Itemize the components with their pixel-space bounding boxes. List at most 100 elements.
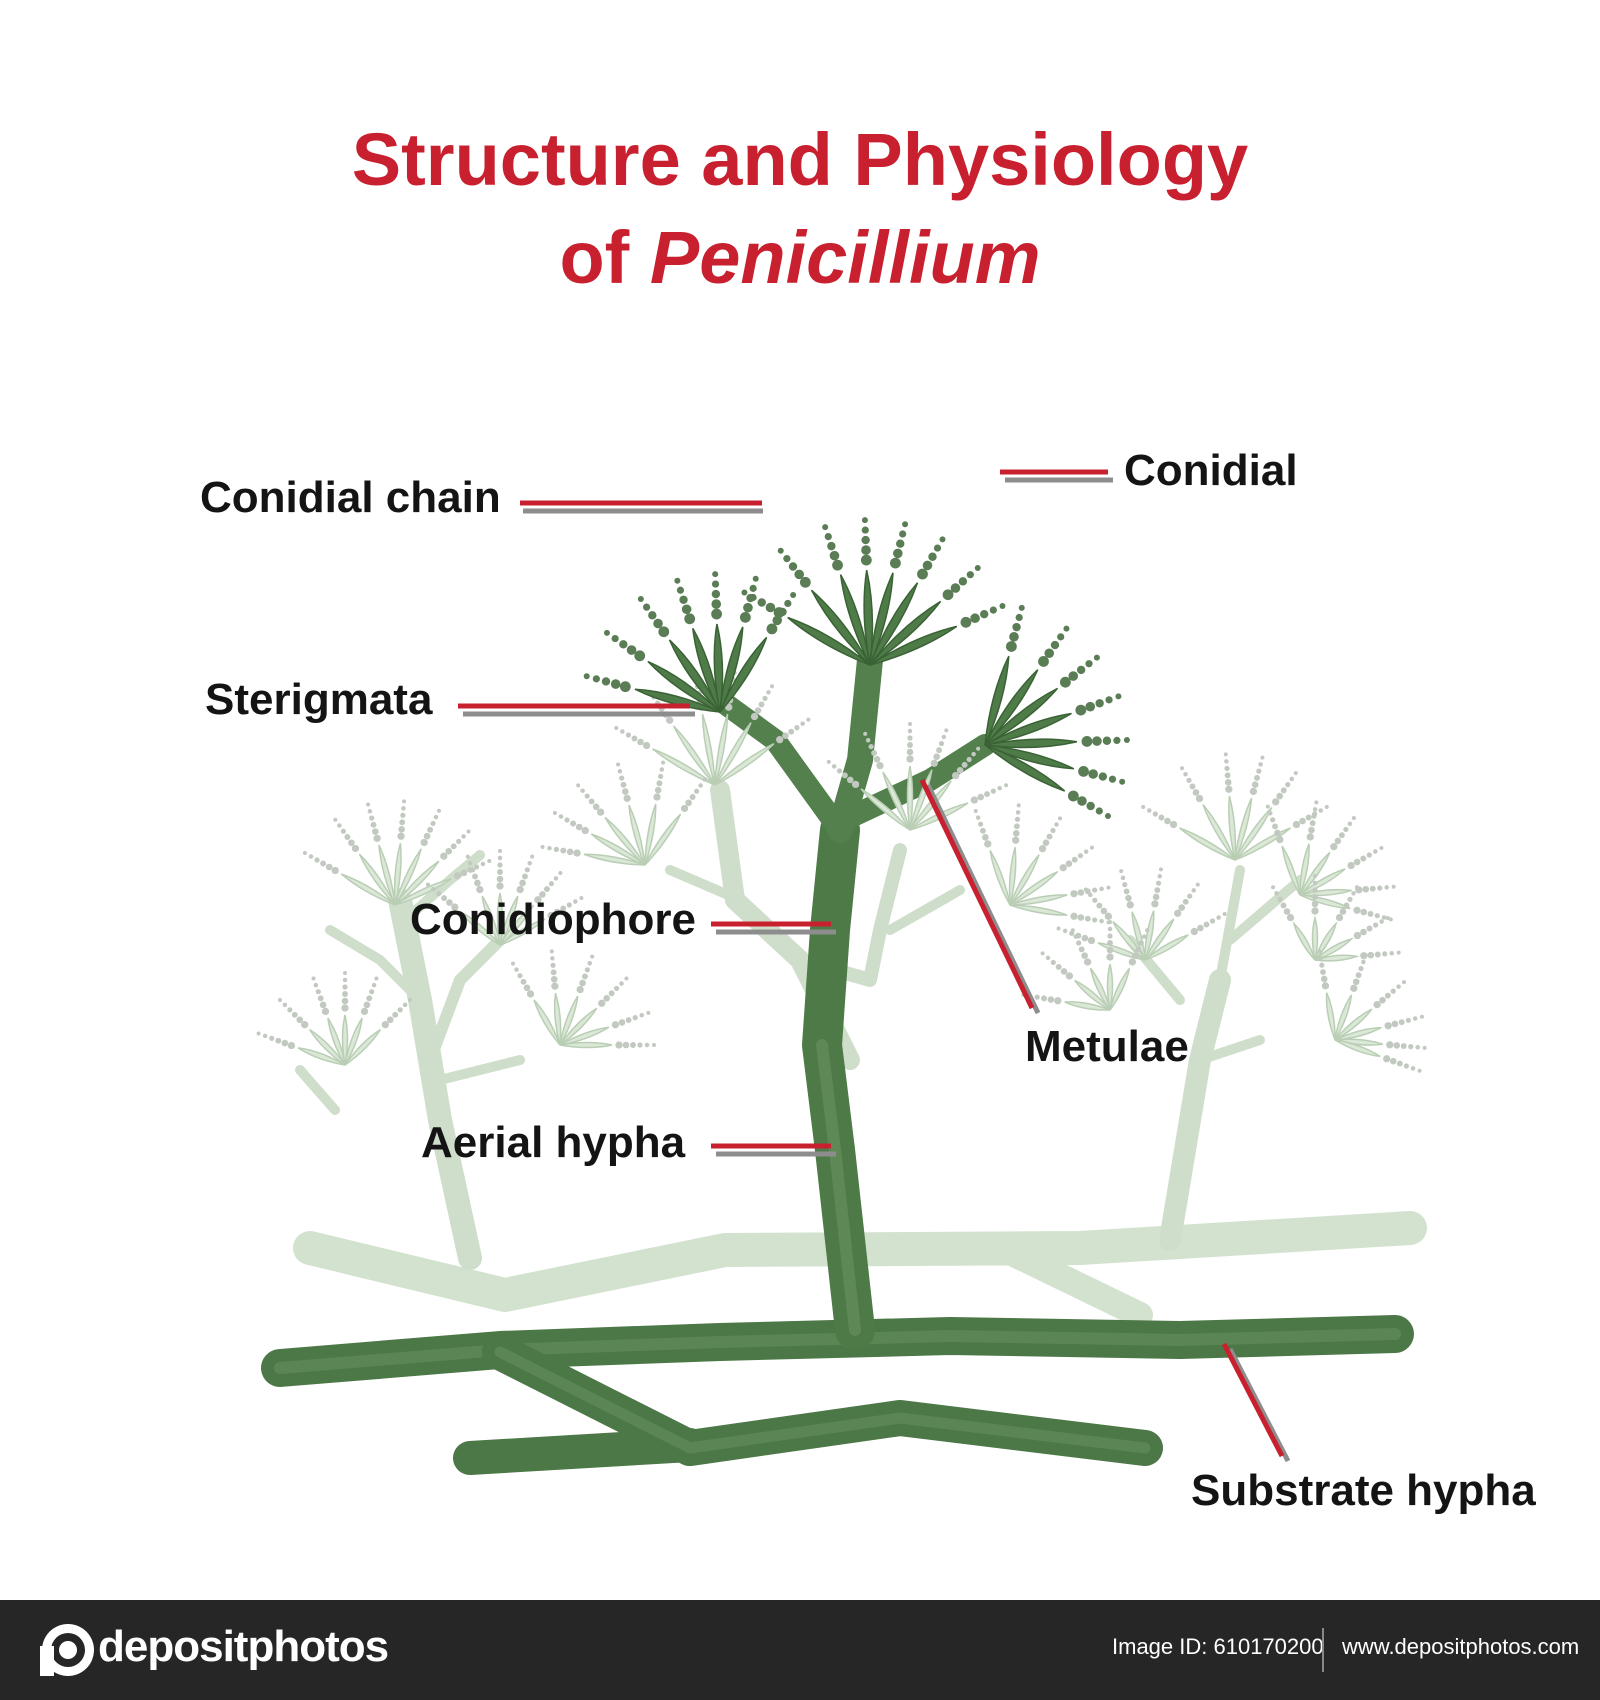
title-genus: Penicillium (649, 216, 1041, 299)
conidium (861, 517, 868, 524)
background-conidium (619, 981, 624, 986)
background-conidium (1276, 835, 1284, 844)
conidium (860, 554, 872, 566)
background-conidium (342, 977, 348, 983)
background-conidium (519, 879, 526, 887)
background-conidium (1366, 852, 1372, 858)
background-conidium (1157, 874, 1163, 879)
background-conidium (453, 872, 462, 880)
background-sterigma (481, 895, 501, 946)
background-conidium (977, 793, 984, 801)
background-conidium (436, 808, 441, 813)
background-conidium (1186, 777, 1192, 783)
background-conidium (550, 956, 555, 961)
background-conidium (1379, 846, 1384, 850)
conidium (766, 623, 778, 635)
background-sterigma (1228, 796, 1237, 861)
background-conidium (1209, 918, 1216, 924)
background-conidium (1077, 853, 1084, 859)
background-conidium (1309, 820, 1316, 827)
penicilli-heads (634, 569, 1078, 792)
background-conidium (552, 811, 557, 815)
conidium (712, 571, 719, 578)
sterigma (787, 616, 871, 666)
background-conidium (287, 1007, 293, 1013)
background-conidium (631, 735, 638, 742)
background-conidium (570, 820, 577, 827)
background-sterigma (533, 999, 561, 1046)
background-conidium (1076, 940, 1082, 946)
background-conidium (281, 1039, 289, 1047)
conidium (970, 613, 980, 624)
background-conidium (1107, 926, 1113, 932)
background-conidium (1353, 906, 1361, 914)
background-conidium (1271, 885, 1275, 890)
background-conidium (580, 788, 585, 793)
background-conidium (656, 780, 663, 787)
background-conidium (517, 973, 523, 979)
background-conidium (514, 967, 519, 972)
background-sterigma (1334, 1008, 1373, 1041)
conidium (752, 575, 759, 582)
background-conidium (1081, 952, 1088, 959)
background-conidium (1197, 924, 1204, 932)
background-conidium (1321, 982, 1330, 990)
background-sterigma (1144, 910, 1155, 961)
background-sterigma (499, 904, 535, 946)
background-conidium (871, 750, 878, 756)
background-conidium (369, 989, 375, 995)
background-sterigma (1089, 967, 1111, 1011)
conidium (637, 595, 644, 602)
background-conidium (1099, 886, 1104, 892)
background-sterigma (673, 725, 716, 786)
background-conidium (873, 756, 881, 763)
background-conidium (1092, 887, 1098, 893)
background-conidium (1038, 845, 1047, 853)
conidium (1098, 772, 1108, 781)
background-conidium (1360, 908, 1368, 916)
background-conidium (367, 809, 373, 814)
background-conidium (1320, 969, 1326, 975)
background-sterigma (1074, 979, 1111, 1011)
background-conidium (553, 876, 559, 881)
conidium (1095, 807, 1103, 815)
conidium (1044, 648, 1055, 659)
background-conidium (1107, 933, 1113, 939)
background-conidium (1125, 894, 1132, 902)
background-conidium (1054, 822, 1059, 827)
background-conidium (637, 1042, 643, 1048)
background-conidium (1180, 766, 1184, 771)
footer-site-link[interactable]: www.depositphotos.com (1342, 1634, 1580, 1659)
background-conidium (1401, 980, 1406, 985)
background-conidium (1308, 826, 1315, 834)
background-conidium (841, 772, 848, 779)
background-conidium (1083, 958, 1092, 966)
sterigma (634, 688, 721, 713)
conidium (1068, 671, 1079, 681)
background-conidium (369, 815, 375, 821)
background-conidium (1330, 843, 1338, 851)
background-sterigma (1144, 934, 1189, 961)
background-conidium (1360, 928, 1367, 936)
background-conidium (1152, 893, 1160, 901)
sterigma (869, 600, 942, 666)
background-conidium (1410, 1066, 1416, 1071)
background-conidium (1145, 928, 1150, 933)
background-conidium (1361, 959, 1366, 965)
conidium (790, 591, 797, 598)
background-conidium (907, 742, 913, 748)
background-sterigma (1314, 954, 1360, 962)
conidium (1050, 640, 1060, 650)
background-conidium (1047, 996, 1055, 1003)
background-conidium (1353, 858, 1361, 866)
background-conidium (575, 823, 583, 831)
background-conidium (423, 832, 431, 840)
background-sterigma (394, 878, 452, 906)
conidium (711, 608, 722, 620)
background-conidium (1272, 798, 1280, 806)
background-conidium (558, 870, 563, 875)
background-conidium (836, 768, 843, 774)
background-sterigma (1281, 845, 1301, 896)
background-sterigma (1008, 847, 1017, 906)
background-conidium (373, 834, 381, 843)
